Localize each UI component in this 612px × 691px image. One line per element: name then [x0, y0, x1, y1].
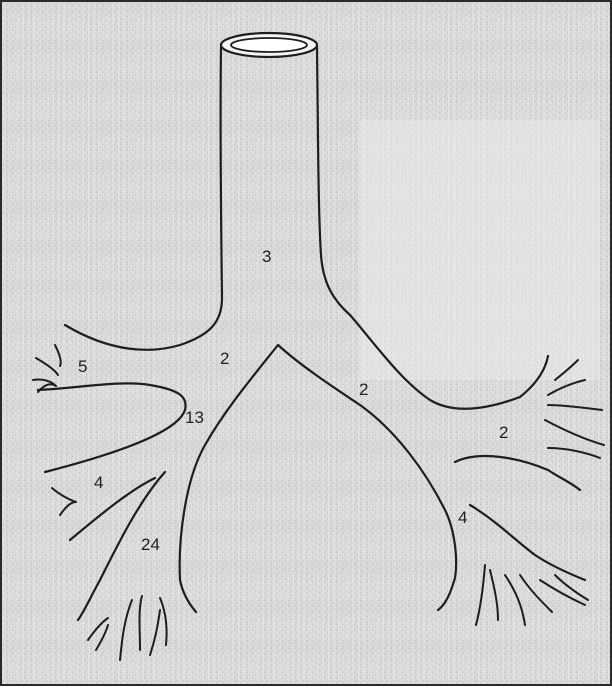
label-left-lower-lobe: 24	[141, 535, 160, 554]
label-trachea: 3	[262, 247, 271, 266]
trachea-opening-inner	[231, 38, 307, 52]
light-patch	[360, 120, 600, 380]
label-left-upper-lobe: 5	[78, 357, 87, 376]
label-right-upper-lobe: 2	[499, 423, 508, 442]
label-right-main-bronchus: 2	[359, 380, 368, 399]
label-left-intermediate: 13	[185, 408, 204, 427]
label-right-lower-lobe: 4	[458, 508, 467, 527]
label-left-lower-branch: 4	[94, 473, 103, 492]
label-left-main-bronchus: 2	[220, 349, 229, 368]
